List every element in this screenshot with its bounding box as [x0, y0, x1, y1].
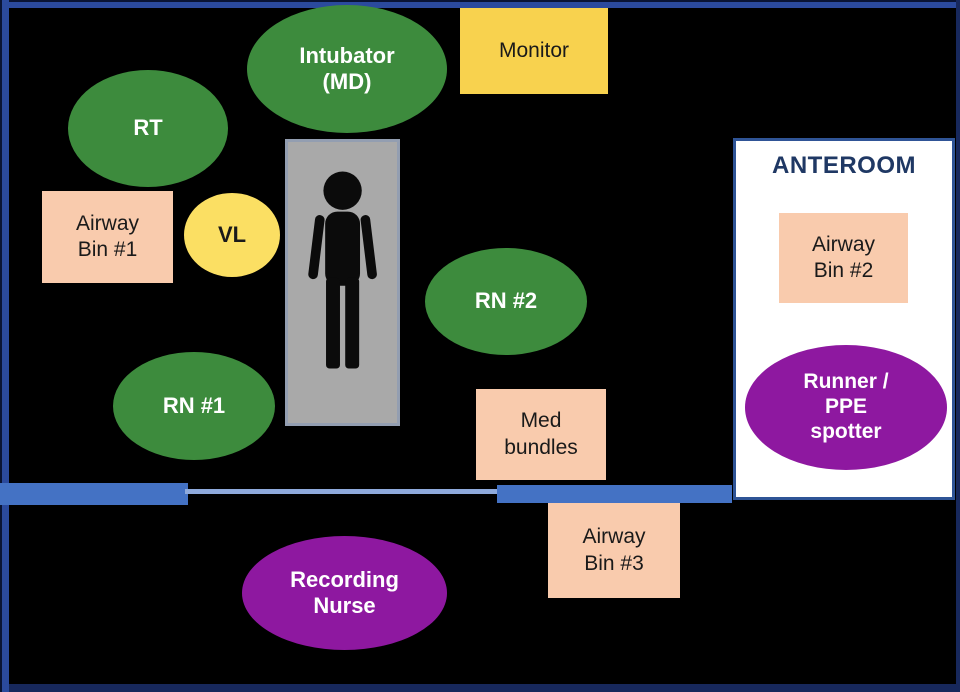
wall-segment-middle — [497, 485, 732, 503]
airway-bin-1-box: Airway Bin #1 — [42, 191, 173, 283]
wall-segment-left — [0, 483, 188, 505]
monitor-box: Monitor — [460, 8, 608, 94]
med-bundles-box: Med bundles — [476, 389, 606, 480]
patient-bed — [285, 139, 400, 426]
intubator-label: Intubator (MD) — [299, 42, 395, 94]
frame-border-right — [956, 0, 960, 692]
airway-bin-1-label: Airway Bin #1 — [75, 211, 139, 261]
airway-bin-3-label: Airway Bin #3 — [582, 525, 646, 575]
recording-nurse-label: Recording Nurse — [290, 566, 399, 618]
vl-ellipse: VL — [184, 193, 280, 277]
airway-bin-3-box: Airway Bin #3 — [548, 503, 680, 598]
door-line — [185, 489, 500, 494]
vl-label: VL — [217, 221, 247, 247]
airway-bin-2-box: Airway Bin #2 — [779, 213, 908, 303]
rt-label: RT — [133, 115, 163, 141]
runner-ppe-spotter-ellipse: Runner / PPE spotter — [745, 345, 947, 470]
intubator-ellipse: Intubator (MD) — [247, 5, 447, 133]
frame-border-top — [0, 0, 960, 8]
rn2-ellipse: RN #2 — [425, 248, 587, 355]
rt-ellipse: RT — [68, 70, 228, 187]
rn1-label: RN #1 — [162, 392, 226, 418]
rn1-ellipse: RN #1 — [113, 352, 275, 460]
person-silhouette-icon — [308, 171, 377, 369]
rn2-label: RN #2 — [474, 288, 538, 314]
recording-nurse-ellipse: Recording Nurse — [242, 536, 447, 650]
airway-bin-2-label: Airway Bin #2 — [811, 232, 875, 282]
frame-border-bottom — [0, 684, 960, 692]
med-bundles-label: Med bundles — [504, 409, 578, 459]
monitor-label: Monitor — [498, 38, 570, 62]
frame-border-left — [0, 0, 9, 692]
runner-ppe-spotter-label: Runner / PPE spotter — [803, 370, 889, 443]
anteroom-label: ANTEROOM — [772, 152, 916, 179]
